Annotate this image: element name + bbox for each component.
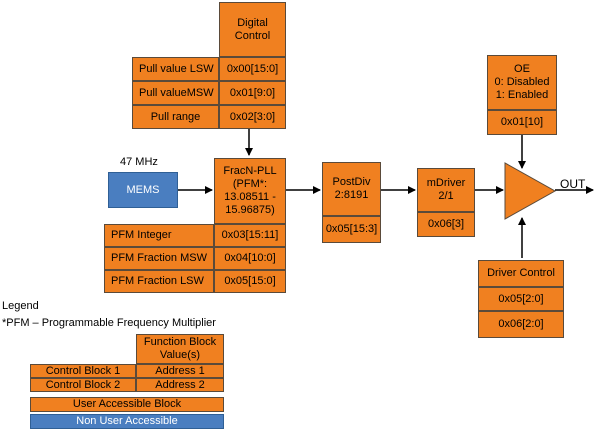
legend-row-2-value: Address 2 xyxy=(136,378,224,392)
pfm-integer-addr: 0x03[15:11] xyxy=(214,224,286,247)
pull-range-label: Pull range xyxy=(132,105,219,129)
oe-title: OE 0: Disabled 1: Enabled xyxy=(487,55,557,110)
pull-value-lsw-label: Pull value LSW xyxy=(132,57,219,81)
driver-control-title: Driver Control xyxy=(478,260,564,287)
driver-control-addr-1: 0x05[2:0] xyxy=(478,287,564,311)
fracn-pll-title: FracN-PLL (PFM*: 13.08511 - 15.96875) xyxy=(214,158,286,224)
pfm-fraction-lsw-addr: 0x05[15:0] xyxy=(214,270,286,293)
pull-value-lsw-addr: 0x00[15:0] xyxy=(219,57,286,81)
oe-addr: 0x01[10] xyxy=(487,110,557,135)
legend-header: Function Block Value(s) xyxy=(136,334,224,364)
postdiv-title: PostDiv 2:8191 xyxy=(322,162,381,216)
legend-row-1-value: Address 1 xyxy=(136,364,224,378)
pfm-fraction-msw-addr: 0x04[10:0] xyxy=(214,247,286,270)
output-label: OUT xyxy=(560,177,586,191)
digital-control-title: Digital Control xyxy=(219,2,286,57)
legend-footnote: *PFM – Programmable Frequency Multiplier xyxy=(2,317,216,329)
pull-range-addr: 0x02[3:0] xyxy=(219,105,286,129)
mems-frequency-label: 47 MHz xyxy=(120,156,158,168)
legend-row-1-label: Control Block 1 xyxy=(30,364,136,378)
pfm-fraction-lsw-label: PFM Fraction LSW xyxy=(104,270,214,293)
legend-non-user-accessible: Non User Accessible xyxy=(30,414,224,429)
pfm-integer-label: PFM Integer xyxy=(104,224,214,247)
postdiv-addr: 0x05[15:3] xyxy=(322,216,381,243)
mems-block: MEMS xyxy=(108,172,178,208)
legend-user-accessible: User Accessible Block xyxy=(30,397,224,412)
pull-value-msw-addr: 0x01[9:0] xyxy=(219,81,286,105)
driver-control-addr-2: 0x06[2:0] xyxy=(478,311,564,338)
mdriver-title: mDriver 2/1 xyxy=(417,168,475,212)
output-buffer-triangle xyxy=(504,162,557,220)
legend-title: Legend xyxy=(2,300,39,312)
mdriver-addr: 0x06[3] xyxy=(417,212,475,237)
legend-row-2-label: Control Block 2 xyxy=(30,378,136,392)
pull-value-msw-label: Pull valueMSW xyxy=(132,81,219,105)
pfm-fraction-msw-label: PFM Fraction MSW xyxy=(104,247,214,270)
